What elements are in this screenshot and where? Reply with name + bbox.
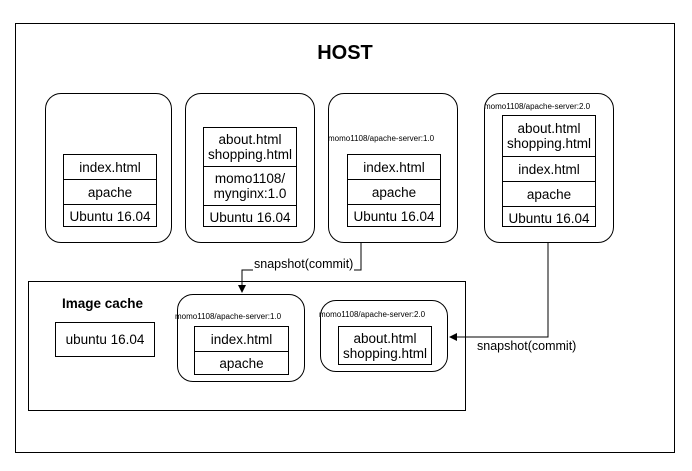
layer-index-html: index.html (64, 155, 156, 180)
layer-apache: apache (64, 180, 156, 205)
container-3-layers: index.html apache Ubuntu 16.04 (347, 154, 441, 227)
container-4-tag: momo1108/apache-server:2.0 (484, 102, 591, 111)
layer-html-files: about.html shopping.html (503, 116, 595, 157)
host-frame (15, 23, 675, 453)
container-3-tag: momo1108/apache-server:1.0 (328, 134, 435, 143)
container-2-layers: about.html shopping.html momo1108/ myngi… (203, 127, 297, 227)
layer-ubuntu: Ubuntu 16.04 (353, 209, 435, 224)
snapshot-arrow-2 (449, 243, 549, 341)
layer-index-html: index.html (348, 155, 440, 180)
cached-image-1-tag: momo1108/apache-server:1.0 (175, 312, 282, 321)
layer-ubuntu: Ubuntu 16.04 (508, 210, 590, 226)
layer-index-html: index.html (195, 327, 288, 352)
snapshot-label-2: snapshot(commit) (476, 339, 578, 353)
cached-image-2-tag: momo1108/apache-server:2.0 (319, 310, 426, 319)
layer-ubuntu: Ubuntu 16.04 (69, 209, 151, 224)
layer-ubuntu: Ubuntu 16.04 (209, 209, 291, 225)
snapshot-label-1: snapshot(commit) (253, 257, 355, 271)
cached-image-1-layers: index.html apache (194, 326, 289, 375)
container-4-layers: about.html shopping.html index.html apac… (502, 115, 596, 227)
host-title: HOST (317, 42, 373, 64)
base-image-ubuntu: ubuntu 16.04 (55, 322, 155, 357)
layer-html-files: about.html shopping.html (204, 128, 296, 167)
layer-apache: apache (503, 182, 595, 207)
cached-image-2-layers: about.html shopping.html (338, 326, 432, 365)
container-1-layers: index.html apache Ubuntu 16.04 (63, 154, 157, 227)
layer-apache: apache (348, 180, 440, 205)
layer-mynginx: momo1108/ mynginx:1.0 (204, 167, 296, 206)
image-cache-title: Image cache (62, 296, 144, 311)
layer-html-files: about.html shopping.html (342, 330, 428, 361)
layer-apache: apache (219, 356, 264, 371)
layer-index-html: index.html (503, 157, 595, 182)
